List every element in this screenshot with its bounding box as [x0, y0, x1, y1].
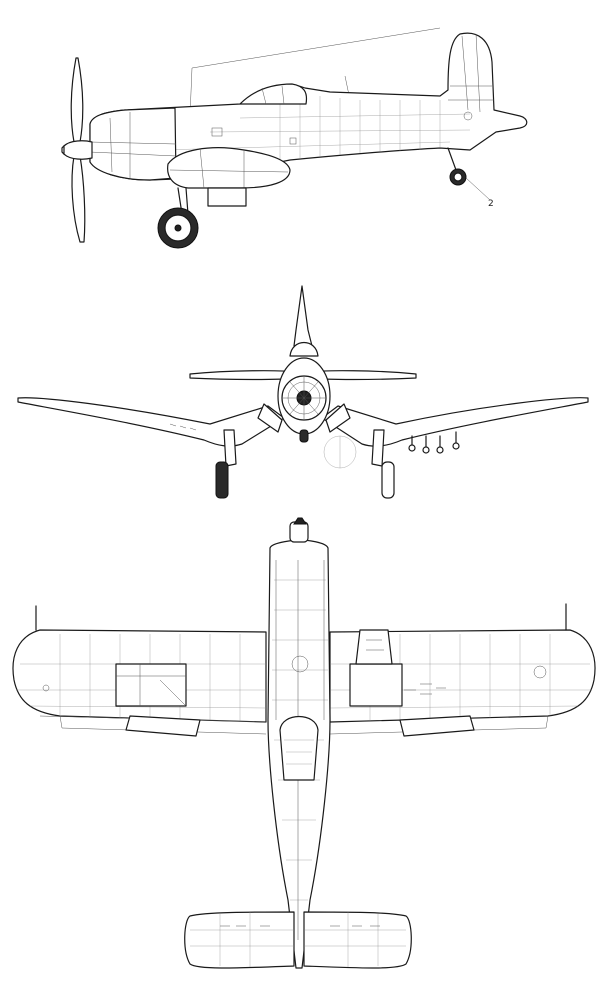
spinner-side — [63, 140, 93, 160]
spinner-top — [289, 521, 309, 543]
vertical-fin-front — [293, 285, 313, 347]
callout-label: 2 — [488, 199, 494, 209]
rockets-right-wing — [408, 431, 460, 454]
horizontal-tail-top — [184, 911, 295, 969]
top-view — [12, 517, 596, 969]
horizontal-tail-top-right — [303, 911, 412, 969]
wing-fairing-side — [167, 147, 291, 189]
cockpit-top — [279, 716, 319, 781]
front-view — [17, 285, 589, 499]
pylon-side — [207, 187, 247, 207]
right-wing-front — [321, 397, 589, 447]
canopy-front — [289, 341, 319, 357]
left-wing-front — [17, 397, 285, 447]
inner-panel-left — [115, 663, 187, 707]
cowling-side — [89, 107, 177, 181]
right-gear-front — [371, 429, 385, 467]
side-view: 2 — [61, 27, 528, 249]
canopy-side — [239, 83, 308, 105]
left-wheel-front — [215, 461, 229, 499]
inner-panel-right — [349, 663, 403, 707]
left-gear-front — [223, 429, 237, 467]
